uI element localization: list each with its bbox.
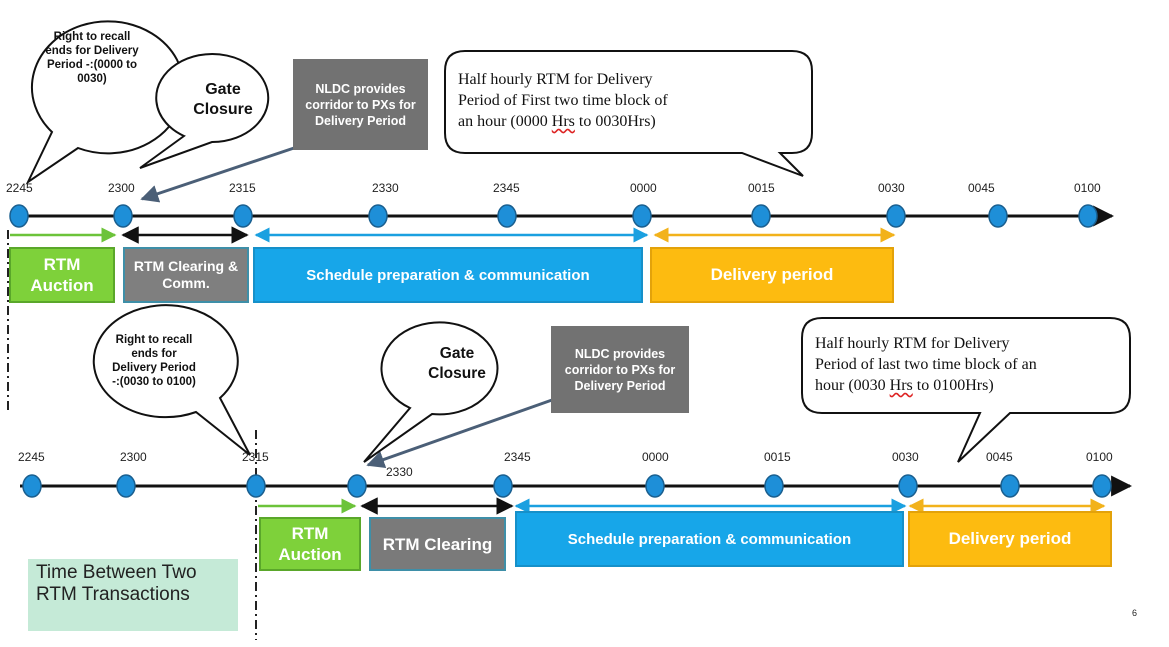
row1-nldc-pointer [140, 144, 301, 203]
row2-callout-fragment: hour (0030 [815, 377, 890, 394]
row2-tick-label: 2330 [386, 465, 413, 479]
row1-rtm-auction-box: RTM Auction [9, 247, 115, 303]
row1-node-2245 [9, 204, 29, 228]
row2-callout-line: hour (0030 Hrs to 0100Hrs) [815, 375, 1130, 396]
row2-node-0045 [1000, 474, 1020, 498]
row2-callout-fragment: to 0100Hrs) [912, 377, 994, 394]
row2-callout-line: Half hourly RTM for Delivery [815, 335, 1010, 352]
row2-node-0030 [898, 474, 918, 498]
row1-tick-label: 2345 [493, 181, 520, 195]
row2-node-0000 [645, 474, 665, 498]
row2-tick-label: 0045 [986, 450, 1013, 464]
row1-recall-bubble-shape [25, 20, 185, 185]
row2-recall-bubble-text: Right to recall ends for Delivery Period… [112, 334, 196, 388]
row2-node-0100 [1092, 474, 1112, 498]
row2-rtm-clearing-box: RTM Clearing [369, 517, 506, 571]
row2-rtm-auction-box: RTM Auction [259, 517, 361, 571]
row1-tick-label: 0045 [968, 181, 995, 195]
row1-node-0100 [1078, 204, 1098, 228]
row2-node-2330 [347, 474, 367, 498]
row1-delivery-box: Delivery period [650, 247, 894, 303]
time-between-note: Time Between Two RTM Transactions [36, 562, 197, 605]
row2-tick-label: 2315 [242, 450, 269, 464]
row2-tick-label: 2300 [120, 450, 147, 464]
row1-callout-shape [444, 50, 813, 177]
row2-nldc-pointer [366, 398, 553, 469]
row2-node-2315 [246, 474, 266, 498]
row1-schedule-box: Schedule preparation & communication [253, 247, 643, 303]
row1-callout-line: Half hourly RTM for Delivery [458, 71, 653, 88]
row1-tick-label: 0000 [630, 181, 657, 195]
row2-callout-hrs: Hrs [889, 377, 913, 394]
row1-node-0000 [632, 204, 652, 228]
row1-node-2300 [113, 204, 133, 228]
row1-callout-line: Period of First two time block of [458, 92, 668, 109]
row2-tick-label: 0100 [1086, 450, 1113, 464]
row1-gate-closure-text: Gate Closure [193, 81, 253, 118]
row2-schedule-box: Schedule preparation & communication [515, 511, 904, 567]
time-between-note-background [28, 559, 238, 631]
row1-rtm-clearing-box: RTM Clearing & Comm. [123, 247, 249, 303]
row1-node-0015 [751, 204, 771, 228]
row1-tick-label: 0015 [748, 181, 775, 195]
row2-node-2300 [116, 474, 136, 498]
row1-tick-label: 2315 [229, 181, 256, 195]
row1-callout-line: an hour (0000 Hrs to 0030Hrs) [458, 111, 803, 132]
row2-node-2245 [22, 474, 42, 498]
row1-nldc-box: NLDC provides corridor to PXs for Delive… [293, 59, 428, 150]
row1-recall-bubble-text: Right to recall ends for Delivery Period… [45, 31, 139, 85]
row1-node-2330 [368, 204, 388, 228]
row2-callout-line: Period of last two time block of an [815, 356, 1037, 373]
row2-nldc-box: NLDC provides corridor to PXs for Delive… [551, 326, 689, 413]
row2-gate-bubble-shape [363, 321, 499, 463]
row1-callout-fragment: an hour (0000 [458, 113, 552, 130]
row2-tick-label: 0000 [642, 450, 669, 464]
row1-callout-fragment: to 0030Hrs) [574, 113, 656, 130]
row1-time-nodes [9, 204, 1098, 228]
row1-tick-label: 0030 [878, 181, 905, 195]
row2-tick-label: 2345 [504, 450, 531, 464]
row2-node-0015 [764, 474, 784, 498]
row2-tick-label: 2245 [18, 450, 45, 464]
row1-callout-text: Half hourly RTM for Delivery Period of F… [458, 69, 803, 132]
row1-callout-hrs: Hrs [551, 113, 575, 130]
row1-tick-label: 2330 [372, 181, 399, 195]
row1-gate-bubble-shape [139, 53, 270, 169]
row1-node-0045 [988, 204, 1008, 228]
row2-time-nodes [22, 474, 1112, 498]
row2-callout-shape [801, 317, 1131, 463]
row2-tick-label: 0030 [892, 450, 919, 464]
row2-gate-closure-text: Gate Closure [428, 345, 486, 382]
row1-tick-label: 0100 [1074, 181, 1101, 195]
row2-tick-label: 0015 [764, 450, 791, 464]
row2-node-2345 [493, 474, 513, 498]
row2-callout-text: Half hourly RTM for Delivery Period of l… [815, 333, 1130, 396]
row1-tick-label: 2245 [6, 181, 33, 195]
row1-node-2315 [233, 204, 253, 228]
page-number: 6 [1132, 608, 1138, 618]
row1-node-0030 [886, 204, 906, 228]
row2-recall-bubble-shape [92, 304, 251, 456]
row1-node-2345 [497, 204, 517, 228]
row1-tick-label: 2300 [108, 181, 135, 195]
row2-delivery-box: Delivery period [908, 511, 1112, 567]
